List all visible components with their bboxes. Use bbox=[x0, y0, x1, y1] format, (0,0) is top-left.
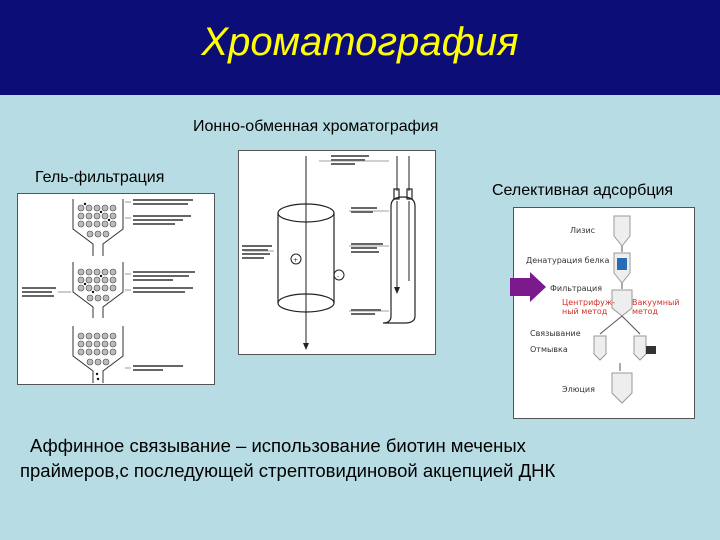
selective-adsorption-diagram: Лизис Денатурация белка Фильтрация Центр… bbox=[513, 207, 695, 419]
step-filtration: Фильтрация bbox=[550, 284, 602, 293]
step-elution: Элюция bbox=[562, 385, 595, 394]
gel-filtration-label: Гель-фильтрация bbox=[35, 169, 165, 186]
svg-text:-: - bbox=[337, 273, 339, 280]
slide-title: Хроматография bbox=[201, 20, 519, 64]
paragraph-line-2: праймеров,с последующей стрептовидиновой… bbox=[20, 460, 556, 481]
selective-adsorption-label: Селективная адсорбция bbox=[492, 182, 674, 199]
arrow-icon bbox=[510, 272, 546, 302]
step-binding: Связывание bbox=[530, 329, 581, 338]
ion-exchange-diagram: + - bbox=[238, 150, 436, 355]
affinity-binding-paragraph: Аффинное связывание – использование биот… bbox=[20, 433, 700, 483]
step-washing: Отмывка bbox=[530, 345, 568, 354]
paragraph-line-1: Аффинное связывание – использование биот… bbox=[30, 435, 526, 456]
svg-text:+: + bbox=[293, 257, 298, 264]
gel-filtration-diagram bbox=[17, 193, 215, 385]
title-bar bbox=[0, 0, 720, 95]
step-lysis: Лизис bbox=[570, 226, 595, 235]
ion-exchange-label: Ионно-обменная хроматография bbox=[193, 118, 439, 135]
step-centrifuge: Центрифуж-ный метод bbox=[562, 298, 615, 316]
step-denaturation: Денатурация белка bbox=[526, 256, 609, 265]
